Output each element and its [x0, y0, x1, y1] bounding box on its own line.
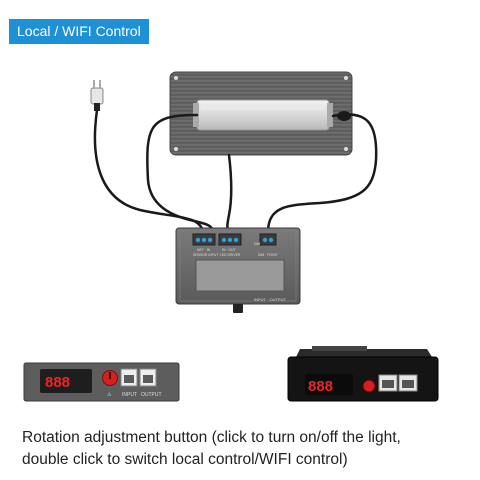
terminal-label: DIM · POINT: [258, 253, 278, 257]
terminal-label: IN · OUT: [222, 248, 236, 252]
header-title: Local / WIFI Control: [9, 19, 149, 44]
caption-line-1: Rotation adjustment button (click to tur…: [22, 429, 401, 446]
controller-window: [195, 259, 285, 292]
right-display: [305, 374, 353, 395]
port-label-output: OUTPUT: [141, 392, 162, 398]
left-display-value: 888: [45, 374, 70, 391]
port-label-input: INPUT: [122, 392, 137, 398]
right-display-value: 888: [308, 378, 333, 395]
right-knob-button[interactable]: [362, 379, 376, 393]
controller-knob[interactable]: [233, 304, 243, 313]
cable-connector: [337, 111, 351, 121]
controller-box: NET · IN SENSOR INPUT IN · OUT LED DRIVE…: [175, 227, 301, 313]
controller-io-label: INPUT · OUTPUT: [254, 297, 286, 302]
terminal-block-2: [218, 233, 242, 246]
left-control-panel: 888 ⚠ INPUT OUTPUT: [23, 362, 180, 402]
terminal-label: LED DRIVER: [220, 253, 241, 257]
driver-dim-cable: [226, 153, 233, 234]
mount-hole: [344, 147, 348, 151]
terminal-block-3: [259, 233, 277, 246]
terminal-block-1: [192, 233, 216, 246]
left-display: [40, 369, 92, 393]
caption-line-2: double click to switch local control/WIF…: [22, 451, 348, 468]
right-controller-device: 888: [287, 346, 439, 402]
terminal-label: SENSOR INPUT: [193, 253, 218, 257]
terminal-label: NET · IN: [197, 248, 211, 252]
driver-output-cable: [266, 113, 378, 234]
led-driver: [193, 99, 333, 131]
power-plug: [90, 80, 104, 111]
terminal-label: DIM: [254, 242, 260, 246]
caption: Rotation adjustment button (click to tur…: [22, 427, 462, 471]
mount-hole: [174, 76, 178, 80]
warning-icon: ⚠: [107, 392, 112, 398]
driver-input-cable: [146, 113, 215, 234]
mount-hole: [344, 76, 348, 80]
mount-hole: [174, 147, 178, 151]
